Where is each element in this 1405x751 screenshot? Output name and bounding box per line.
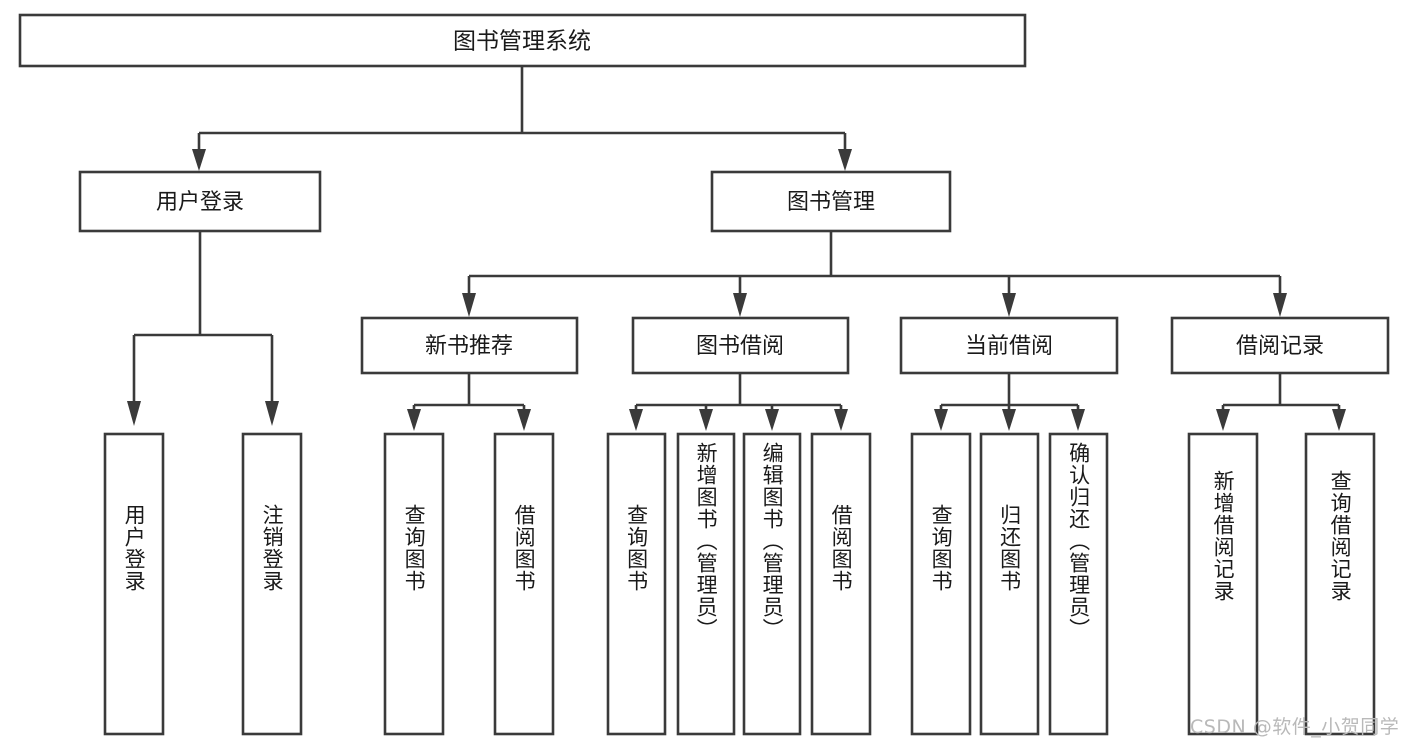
leaf-node-box[interactable] — [606, 432, 667, 736]
connector-new-book-recommend-to-leaves — [407, 373, 531, 431]
arrow-head-icon — [192, 149, 206, 171]
arrow-head-icon — [934, 409, 948, 431]
connector-current-borrow-to-leaves — [934, 373, 1085, 431]
leaf-node-box[interactable] — [493, 432, 555, 736]
arrow-head-icon — [834, 409, 848, 431]
arrow-head-icon — [462, 293, 476, 317]
level2-node-box[interactable] — [78, 170, 322, 233]
leaf-node-box[interactable] — [676, 432, 736, 736]
leaf-node-box[interactable] — [383, 432, 445, 736]
connector-user-login-to-leaves — [127, 231, 279, 426]
arrow-head-icon — [265, 401, 279, 426]
leaf-node-box[interactable] — [241, 432, 303, 736]
arrow-head-icon — [127, 401, 141, 426]
root-node-box[interactable] — [18, 13, 1027, 68]
level3-node-label: 图书借阅 — [696, 334, 784, 359]
arrow-head-icon — [1071, 409, 1085, 431]
leaf-node-box[interactable] — [810, 432, 872, 736]
connector-book-borrow-to-leaves — [629, 373, 848, 431]
leaf-node-box[interactable] — [1187, 432, 1259, 736]
arrow-head-icon — [407, 409, 421, 431]
connector-borrow-record-to-leaves — [1216, 373, 1346, 431]
node-new-book-recommend[interactable]: 新书推荐 — [360, 316, 579, 375]
arrow-head-icon — [838, 149, 852, 171]
level3-node-label: 当前借阅 — [965, 334, 1053, 359]
leaf-node-box[interactable] — [1048, 432, 1109, 736]
level2-node-label: 用户登录 — [156, 190, 244, 215]
arrow-head-icon — [765, 409, 779, 431]
level3-node-box[interactable] — [360, 316, 579, 375]
arrow-head-icon — [1002, 293, 1016, 317]
arrow-head-icon — [1002, 409, 1016, 431]
csdn-watermark: CSDN @软件_小贺同学 — [1190, 716, 1400, 738]
connector-book-management-to-level3 — [462, 231, 1287, 317]
leaf-node-box[interactable] — [742, 432, 802, 736]
arrow-head-icon — [733, 293, 747, 317]
leaf-node-box[interactable] — [979, 432, 1040, 736]
level2-node-label: 图书管理 — [787, 190, 875, 215]
root-node-label: 图书管理系统 — [453, 29, 591, 55]
arrow-head-icon — [699, 409, 713, 431]
node-borrow-record[interactable]: 借阅记录 — [1170, 316, 1390, 375]
arrow-head-icon — [1332, 409, 1346, 431]
node-user-login[interactable]: 用户登录 — [78, 170, 322, 233]
leaf-node-box[interactable] — [103, 432, 165, 736]
level3-node-label: 新书推荐 — [425, 334, 513, 359]
node-root-system[interactable]: 图书管理系统 — [18, 13, 1027, 68]
node-book-borrow[interactable]: 图书借阅 — [631, 316, 850, 375]
arrow-head-icon — [1216, 409, 1230, 431]
leaf-node-box[interactable] — [1304, 432, 1376, 736]
arrow-head-icon — [1273, 293, 1287, 317]
leaf-node-box[interactable] — [910, 432, 972, 736]
connector-root-to-level2 — [192, 66, 852, 171]
level3-node-box[interactable] — [899, 316, 1119, 375]
node-current-borrow[interactable]: 当前借阅 — [899, 316, 1119, 375]
level3-node-label: 借阅记录 — [1236, 334, 1324, 359]
arrow-head-icon — [517, 409, 531, 431]
arrow-head-icon — [629, 409, 643, 431]
node-book-management[interactable]: 图书管理 — [710, 170, 952, 233]
